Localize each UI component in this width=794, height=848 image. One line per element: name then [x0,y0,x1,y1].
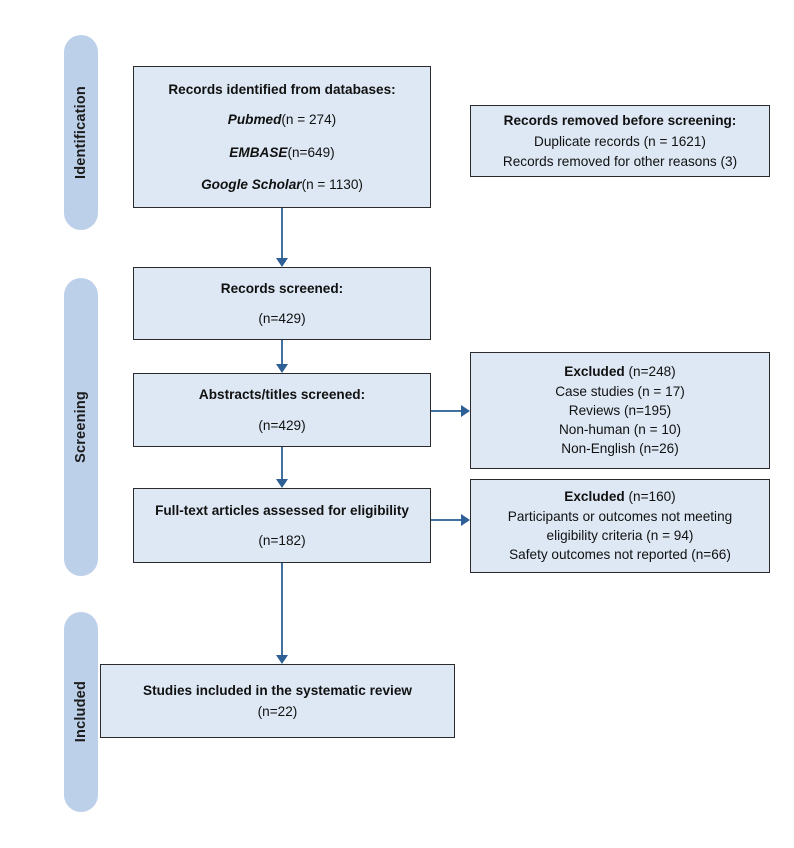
excluded-fulltext-title: Excluded (n=160) [479,487,761,506]
records-removed-line-duplicates: Duplicate records (n = 1621) [534,134,706,150]
records-screened-title: Records screened: [220,280,344,296]
arrowhead-screened-to-abstracts [276,364,288,373]
records-identified-title: Records identified from databases: [168,81,396,97]
stage-label-screening: Screening [73,391,89,463]
arrowhead-fulltext-to-excluded [461,514,470,526]
excluded-screening-title-bold: Excluded [564,364,625,380]
records-identified-source-pubmed: Pubmed(n = 274) [142,110,422,129]
stage-bar-screening: Screening [64,278,98,576]
abstracts-screened-title: Abstracts/titles screened: [198,387,366,403]
records-screened-count: (n=429) [258,311,306,326]
source-name-google-scholar: Google Scholar [201,176,302,192]
excluded-fulltext-title-bold: Excluded [564,489,625,505]
fulltext-assessed-title: Full-text articles assessed for eligibil… [155,502,409,518]
source-name-embase: EMBASE [229,144,288,160]
arrowhead-fulltext-to-included [276,655,288,664]
excluded-fulltext-title-count: (n=160) [624,489,676,505]
box-excluded-screening: Excluded (n=248) Case studies (n = 17) R… [470,352,770,469]
box-records-identified: Records identified from databases: Pubme… [133,66,431,208]
abstracts-screened-count: (n=429) [258,417,306,433]
connector-fulltext-to-included [281,563,283,656]
source-count-google-scholar: (n = 1130) [301,176,363,192]
box-fulltext-assessed: Full-text articles assessed for eligibil… [133,488,431,563]
records-identified-source-embase: EMBASE(n=649) [142,143,422,162]
arrowhead-abstracts-to-fulltext [276,479,288,488]
studies-included-title: Studies included in the systematic revie… [143,682,412,698]
box-records-removed-before-screening: Records removed before screening: Duplic… [470,105,770,177]
excluded-screening-line-case-studies: Case studies (n = 17) [555,383,685,399]
connector-screened-to-abstracts [281,340,283,365]
stage-bar-included: Included [64,612,98,812]
studies-included-count: (n=22) [257,704,298,719]
source-name-pubmed: Pubmed [227,112,282,128]
records-identified-source-google-scholar: Google Scholar(n = 1130) [142,175,422,194]
excluded-fulltext-line-participants: Participants or outcomes not meeting eli… [507,508,733,543]
box-records-screened: Records screened: (n=429) [133,267,431,340]
arrowhead-abstracts-to-excluded [461,405,470,417]
excluded-screening-title: Excluded (n=248) [479,362,761,381]
fulltext-assessed-count: (n=182) [258,533,306,548]
connector-abstracts-to-excluded [431,410,463,412]
connector-fulltext-to-excluded [431,519,463,521]
records-removed-title: Records removed before screening: [503,113,737,129]
box-excluded-fulltext: Excluded (n=160) Participants or outcome… [470,479,770,573]
stage-bar-identification: Identification [64,35,98,230]
excluded-screening-line-non-english: Non-English (n=26) [561,441,679,457]
source-count-pubmed: (n = 274) [281,112,337,128]
arrowhead-identified-to-screened [276,258,288,267]
excluded-screening-line-reviews: Reviews (n=195) [568,402,672,418]
stage-label-identification: Identification [73,85,89,180]
excluded-fulltext-line-safety: Safety outcomes not reported (n=66) [509,547,731,563]
box-studies-included: Studies included in the systematic revie… [100,664,455,738]
excluded-screening-line-non-human: Non-human (n = 10) [558,422,682,438]
connector-identified-to-screened [281,208,283,259]
excluded-screening-title-count: (n=248) [624,364,676,380]
records-removed-line-other-reasons: Records removed for other reasons (3) [502,153,738,169]
stage-label-included: Included [73,681,89,743]
connector-abstracts-to-fulltext [281,447,283,480]
box-abstracts-titles-screened: Abstracts/titles screened: (n=429) [133,373,431,447]
source-count-embase: (n=649) [287,144,335,160]
